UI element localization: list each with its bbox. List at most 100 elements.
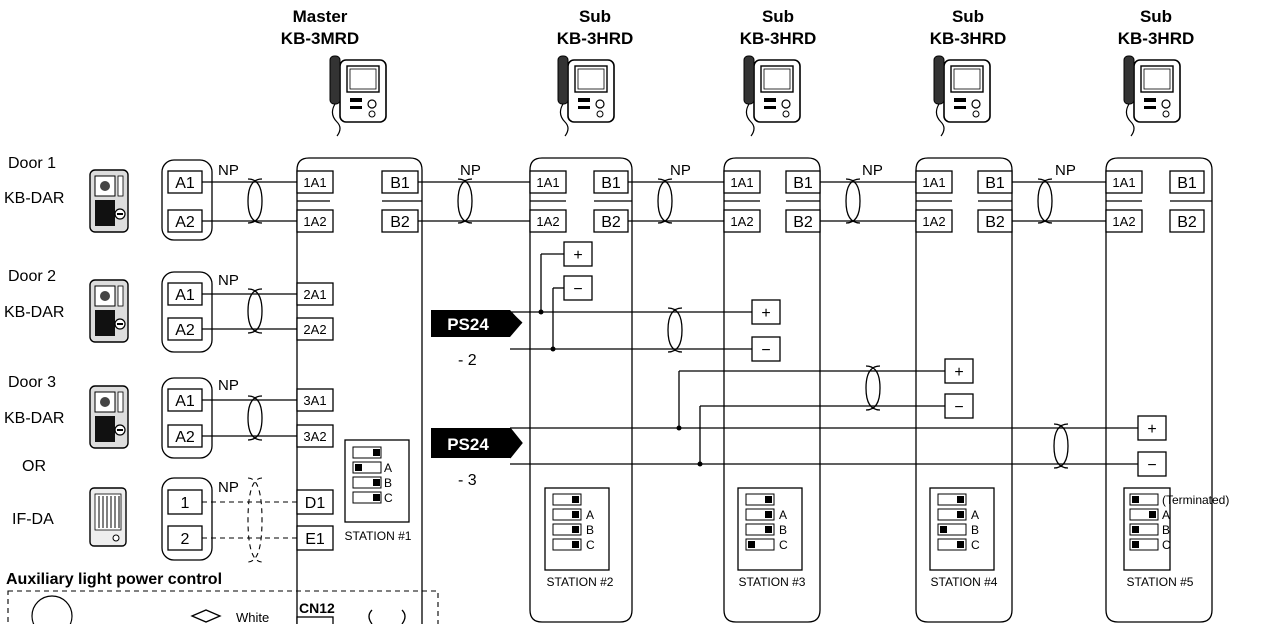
svg-text:B2: B2	[1177, 214, 1197, 231]
auxiliary-title: Auxiliary light power control	[6, 571, 222, 588]
svg-text:1A2: 1A2	[1112, 214, 1135, 229]
sub5-monitor-icon	[1123, 55, 1181, 137]
master-monitor-icon	[329, 55, 387, 137]
svg-text:B1: B1	[601, 175, 621, 192]
svg-text:1A1: 1A1	[303, 175, 326, 190]
svg-text:1A2: 1A2	[303, 214, 326, 229]
svg-text:3A1: 3A1	[303, 393, 326, 408]
svg-text:A: A	[384, 461, 392, 475]
sub2-station-label: STATION #2	[547, 575, 614, 589]
ifda-model: IF-DA	[12, 511, 54, 528]
svg-text:C: C	[779, 538, 788, 552]
sub4-station-outline	[915, 157, 1013, 623]
door1-model: KB-DAR	[4, 190, 64, 207]
svg-text:B1: B1	[1177, 175, 1197, 192]
master-station-label: STATION #1	[345, 529, 412, 543]
svg-text:A2: A2	[175, 214, 195, 231]
svg-text:2A1: 2A1	[303, 287, 326, 302]
or-label: OR	[22, 458, 46, 475]
svg-text:A: A	[1162, 508, 1170, 522]
svg-text:−: −	[573, 281, 582, 298]
svg-text:B: B	[971, 523, 979, 537]
svg-text:D1: D1	[305, 495, 326, 512]
sub3-model: KB-3HRD	[740, 29, 817, 48]
ps24-3-box	[431, 428, 522, 458]
svg-text:1A2: 1A2	[536, 214, 559, 229]
svg-text:+: +	[761, 305, 770, 322]
svg-text:−: −	[954, 399, 963, 416]
svg-text:B: B	[779, 523, 787, 537]
ps24-3-name: PS24	[447, 435, 489, 454]
cn12-label: CN12	[299, 600, 335, 616]
svg-text:1A2: 1A2	[730, 214, 753, 229]
door2-terminal-group	[161, 271, 213, 353]
svg-text:C: C	[384, 491, 393, 505]
door1-icon	[89, 169, 129, 233]
sub4-role: Sub	[952, 7, 984, 26]
svg-text:2A2: 2A2	[303, 322, 326, 337]
svg-text:3A2: 3A2	[303, 429, 326, 444]
svg-text:B1: B1	[390, 175, 410, 192]
svg-text:B2: B2	[985, 214, 1005, 231]
svg-text:B: B	[384, 476, 392, 490]
ps24-3-suffix: - 3	[458, 472, 477, 489]
ps24-2-box	[431, 310, 522, 337]
ifda-terminal-group	[161, 477, 213, 561]
svg-text:+: +	[573, 247, 582, 264]
svg-text:NP: NP	[1055, 162, 1076, 179]
ps24-2-suffix: - 2	[458, 352, 477, 369]
svg-text:NP: NP	[862, 162, 883, 179]
svg-text:C: C	[586, 538, 595, 552]
svg-text:A2: A2	[175, 322, 195, 339]
sub3-dip-switch	[737, 487, 803, 571]
sub4-dip-switch	[929, 487, 995, 571]
svg-text:B: B	[1162, 523, 1170, 537]
svg-text:E1: E1	[305, 531, 325, 548]
master-model: KB-3MRD	[281, 29, 359, 48]
door2-icon	[89, 279, 129, 343]
door2-name: Door 2	[8, 268, 56, 285]
ps24-2-name: PS24	[447, 315, 489, 334]
sub3-monitor-icon	[743, 55, 801, 137]
sub5-model: KB-3HRD	[1118, 29, 1195, 48]
svg-text:2: 2	[181, 531, 190, 548]
sub3-terminals: 1A1 1A2 B1 B2	[723, 170, 821, 233]
master-dip-switch	[344, 439, 410, 523]
svg-text:1: 1	[181, 495, 190, 512]
auxiliary-section	[7, 590, 439, 624]
svg-text:B1: B1	[985, 175, 1005, 192]
svg-text:A: A	[586, 508, 594, 522]
door2-model: KB-DAR	[4, 304, 64, 321]
svg-text:NP: NP	[218, 479, 239, 496]
svg-text:+: +	[954, 364, 963, 381]
svg-text:C: C	[971, 538, 980, 552]
svg-text:1A1: 1A1	[1112, 175, 1135, 190]
door3-model: KB-DAR	[4, 410, 64, 427]
svg-text:A: A	[971, 508, 979, 522]
svg-text:B1: B1	[793, 175, 813, 192]
light-bulb-icon	[31, 595, 73, 624]
sub4-terminals: 1A1 1A2 B1 B2	[915, 170, 1013, 233]
svg-text:C: C	[1162, 538, 1171, 552]
svg-text:B2: B2	[601, 214, 621, 231]
svg-text:1A1: 1A1	[922, 175, 945, 190]
door1-terminal-group	[161, 159, 213, 241]
door3-terminal-group	[161, 377, 213, 459]
sub2-monitor-icon	[557, 55, 615, 137]
master-station-outline	[296, 157, 423, 624]
sub5-terminated-note: (Terminated)	[1162, 493, 1229, 507]
relay-icon	[190, 609, 222, 623]
svg-text:A1: A1	[175, 175, 195, 192]
master-role: Master	[293, 7, 348, 26]
white-wire-label: White	[236, 610, 269, 624]
svg-text:NP: NP	[218, 272, 239, 289]
sub2-terminals: 1A1 1A2 B1 B2	[529, 170, 629, 233]
svg-text:A1: A1	[175, 287, 195, 304]
sub3-role: Sub	[762, 7, 794, 26]
ifda-icon	[89, 487, 127, 547]
svg-text:NP: NP	[218, 162, 239, 179]
sub2-model: KB-3HRD	[557, 29, 634, 48]
svg-text:B2: B2	[793, 214, 813, 231]
svg-text:NP: NP	[460, 162, 481, 179]
